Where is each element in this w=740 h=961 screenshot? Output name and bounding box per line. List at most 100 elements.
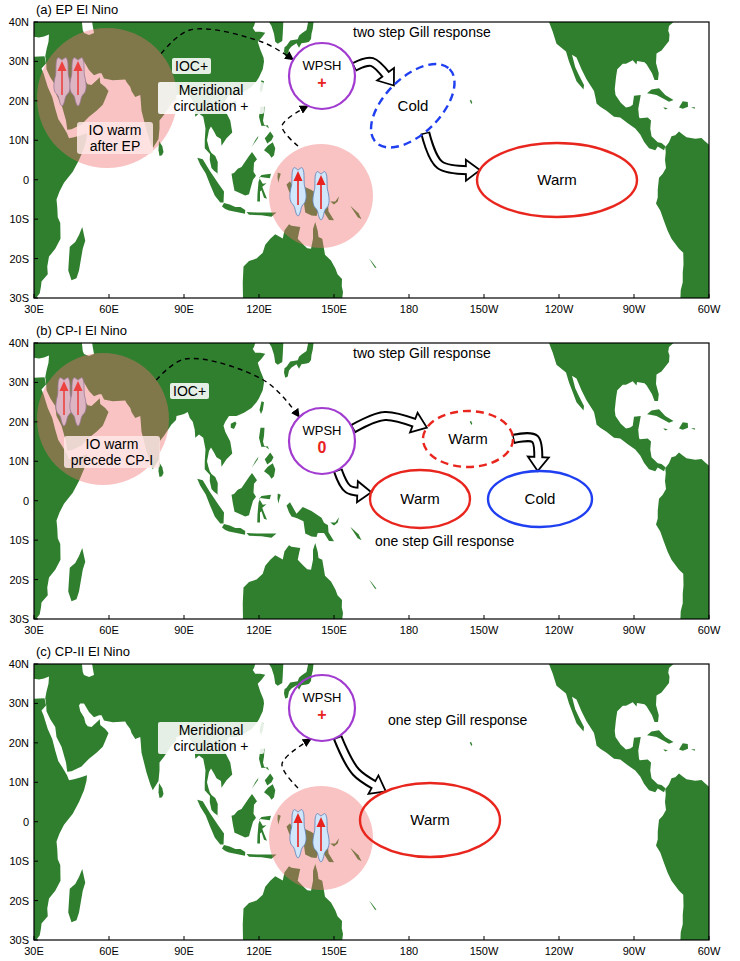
- map-frame: [34, 664, 709, 940]
- map-frame: [34, 22, 709, 298]
- lat-tick: [34, 579, 38, 580]
- longitude-label: 60W: [698, 624, 721, 637]
- land-mass: [252, 457, 259, 468]
- latitude-label: 10N: [9, 455, 29, 468]
- land-mass: [243, 543, 343, 619]
- land-mass: [231, 421, 237, 428]
- gill-response-arrow: [354, 62, 394, 86]
- land-mass: [549, 664, 674, 792]
- node-label: WPSH: [303, 59, 342, 74]
- node-label: IO warm after EP: [77, 122, 153, 154]
- longitude-label: 120E: [246, 624, 272, 637]
- lat-tick: [34, 219, 38, 220]
- lon-tick: [184, 615, 185, 619]
- inland-sea: [82, 664, 95, 677]
- latitude-label: 0: [23, 173, 29, 186]
- lat-tick: [34, 500, 38, 501]
- latitude-label: 20S: [9, 252, 29, 265]
- updraft-line: [320, 183, 322, 209]
- convection-cloud: [313, 172, 329, 220]
- latitude-label: 10N: [9, 776, 29, 789]
- land-mass: [679, 743, 688, 750]
- warm-region-node: IO warm after EP: [37, 28, 177, 168]
- lon-tick: [34, 936, 35, 940]
- latitude-label: 30S: [9, 292, 29, 305]
- longitude-label: 90E: [174, 303, 194, 316]
- land-mass: [197, 800, 224, 845]
- lon-tick: [709, 615, 710, 619]
- longitude-label: 60E: [99, 624, 119, 637]
- map-frame: [34, 343, 709, 619]
- lat-tick: [34, 22, 38, 23]
- longitude-label: 90W: [623, 303, 646, 316]
- cold-anomaly-ellipse: [488, 471, 592, 527]
- land-mass: [265, 132, 274, 144]
- updraft-line: [320, 825, 322, 851]
- lon-tick: [484, 615, 485, 619]
- lon-tick: [34, 294, 35, 298]
- longitude-label: 150W: [470, 624, 499, 637]
- latitude-label: 10S: [9, 534, 29, 547]
- latitude-label: 0: [23, 815, 29, 828]
- sign-label: +: [317, 706, 326, 724]
- cloud-body: [290, 168, 306, 216]
- annotation-text: Meridional circulation +: [158, 722, 264, 754]
- land-mass: [663, 428, 668, 430]
- latitude-label: 30S: [9, 613, 29, 626]
- warm-anomaly-ellipse: [360, 783, 500, 857]
- longitude-label: 120W: [545, 945, 574, 958]
- lat-tick: [34, 821, 38, 822]
- cloud-body: [290, 810, 306, 858]
- land-mass: [252, 778, 259, 789]
- longitude-label: 90E: [174, 945, 194, 958]
- lat-tick: [34, 61, 38, 62]
- cold-anomaly-ellipse: Cold: [488, 471, 592, 527]
- wpsh-circle: [289, 675, 355, 741]
- land-mass: [287, 502, 335, 541]
- land-mass: [663, 107, 668, 109]
- lat-tick: [34, 619, 38, 620]
- latitude-label: 30N: [9, 55, 29, 68]
- meridional-arrow: [282, 106, 308, 146]
- lon-tick: [184, 936, 185, 940]
- lat-tick: [34, 940, 38, 941]
- lon-tick: [559, 615, 560, 619]
- latitude-label: 20N: [9, 416, 29, 429]
- lon-tick: [709, 294, 710, 298]
- gill-response-arrow: [337, 737, 385, 794]
- wpsh-circle: [289, 408, 355, 474]
- longitude-label: 30E: [24, 945, 44, 958]
- land-mass: [259, 428, 269, 450]
- lon-tick: [409, 294, 410, 298]
- lat-tick: [34, 664, 38, 665]
- latitude-label: 20N: [9, 95, 29, 108]
- lon-tick: [409, 936, 410, 940]
- annotation-text: Meridional circulation +: [158, 82, 264, 114]
- dashed-arrow-line: [161, 29, 293, 60]
- warm-sst-region: [37, 353, 169, 485]
- map-panel: [32, 339, 712, 623]
- land-mass: [260, 401, 265, 414]
- land-mass: [284, 343, 314, 378]
- updraft-line: [297, 179, 299, 205]
- lon-tick: [34, 615, 35, 619]
- lat-tick: [34, 742, 38, 743]
- land-mass: [232, 794, 258, 837]
- panel-title: (c) CP-II El Nino: [36, 645, 130, 660]
- block-arrow-fill: [338, 470, 372, 492]
- longitude-label: 60W: [698, 945, 721, 958]
- longitude-label: 150E: [321, 945, 347, 958]
- land-mass: [470, 100, 473, 104]
- lon-tick: [109, 294, 110, 298]
- land-mass: [232, 473, 258, 516]
- lat-tick: [34, 900, 38, 901]
- lon-tick: [559, 294, 560, 298]
- lon-tick: [259, 294, 260, 298]
- lon-tick: [109, 615, 110, 619]
- land-mass: [470, 421, 473, 425]
- warm-anomaly-ellipse: Warm: [370, 470, 470, 528]
- land-mass: [265, 774, 274, 786]
- lon-tick: [334, 615, 335, 619]
- latitude-label: 30N: [9, 376, 29, 389]
